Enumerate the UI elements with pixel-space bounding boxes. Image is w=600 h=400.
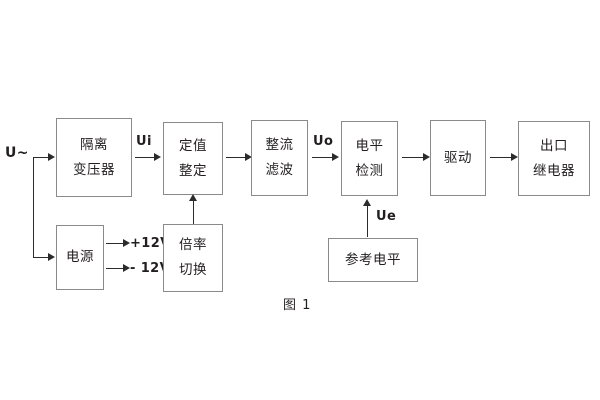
block-rectifier-filter-line1: 整流 (265, 137, 294, 154)
rectifier-to-level-line (312, 157, 333, 158)
branch-to-transformer-arrow-icon (48, 152, 55, 161)
driver-to-relay-arrow-icon (511, 152, 518, 161)
block-multiplier-switch: 倍率 切换 (163, 224, 223, 292)
multiplier-to-setting-line (193, 200, 194, 224)
block-output-relay-line2: 继电器 (533, 162, 575, 179)
signal-label-uo: Uo (313, 134, 334, 149)
block-isolation-transformer: 隔离 变压器 (56, 118, 132, 197)
figure-caption: 图 1 (283, 298, 312, 313)
supply-positive-line (106, 243, 124, 244)
block-rectifier-filter-line2: 滤波 (265, 162, 294, 178)
block-reference-level-line1: 参考电平 (345, 251, 401, 268)
reference-to-level-arrow-icon (362, 199, 371, 206)
block-reference-level: 参考电平 (328, 238, 418, 282)
input-branch-trunk (33, 157, 34, 257)
block-power-supply: 电源 (56, 225, 104, 290)
block-isolation-transformer-line2: 变压器 (73, 161, 115, 178)
block-power-supply-line1: 电源 (66, 249, 94, 266)
supply-negative-arrow-icon (123, 263, 130, 272)
block-setting-value-line1: 定值 (179, 137, 207, 154)
signal-label-ue: Ue (376, 209, 397, 224)
block-isolation-transformer-line1: 隔离 (80, 136, 108, 153)
setting-to-rectifier-arrow-icon (245, 152, 252, 161)
block-level-detection-line2: 检测 (355, 162, 384, 179)
transformer-to-setting-line (135, 157, 155, 158)
branch-to-transformer-line (33, 157, 49, 158)
block-driver-line1: 驱动 (444, 149, 472, 166)
block-setting-value-line2: 整定 (179, 162, 207, 179)
block-level-detection-line1: 电平 (355, 137, 384, 154)
multiplier-to-setting-arrow-icon (188, 194, 197, 201)
level-to-driver-arrow-icon (423, 152, 430, 161)
supply-negative-line (106, 268, 124, 269)
setting-to-rectifier-line (226, 157, 246, 158)
level-to-driver-line (402, 157, 424, 158)
supply-positive-label: +12V (130, 236, 171, 251)
rectifier-to-level-arrow-icon (332, 152, 339, 161)
driver-to-relay-line (490, 157, 512, 158)
signal-label-ui: Ui (136, 134, 152, 149)
block-level-detection: 电平 检测 (341, 121, 398, 196)
block-setting-value: 定值 整定 (163, 122, 223, 195)
reference-to-level-line (367, 205, 368, 237)
branch-to-power-arrow-icon (48, 252, 55, 261)
transformer-to-setting-arrow-icon (154, 152, 161, 161)
input-label-u-ac: U~ (5, 145, 29, 161)
branch-to-power-line (33, 257, 49, 258)
block-multiplier-switch-line1: 倍率 (179, 237, 207, 254)
block-output-relay-line1: 出口 (540, 137, 568, 154)
block-output-relay: 出口 继电器 (518, 121, 590, 196)
supply-positive-arrow-icon (123, 238, 130, 247)
block-multiplier-switch-line2: 切换 (179, 262, 207, 278)
block-rectifier-filter: 整流 滤波 (251, 120, 308, 196)
block-driver: 驱动 (430, 120, 486, 196)
supply-negative-label: - 12V (130, 261, 171, 276)
